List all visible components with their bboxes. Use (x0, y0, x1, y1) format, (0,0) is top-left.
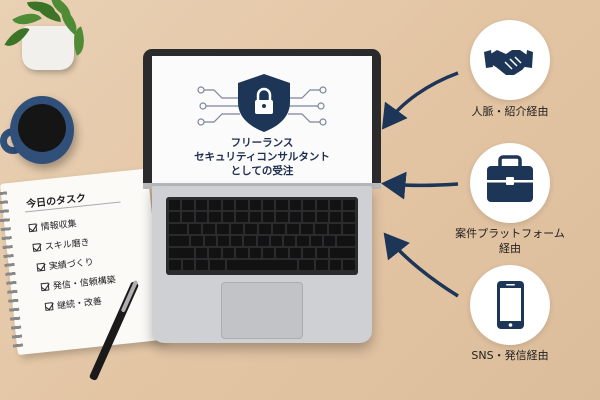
channel-label-sns: SNS・発信経由 (450, 348, 570, 363)
screen-title-line: セキュリティコンサルタント (194, 151, 330, 163)
channel-label-referral: 人脈・紹介経由 (450, 104, 570, 119)
channel-label-line: 人脈・紹介経由 (471, 105, 549, 118)
screen-title-line: としての受注 (230, 165, 294, 177)
screen-title-line: フリーランス (230, 137, 294, 149)
channel-label-line: SNS・発信経由 (471, 349, 549, 362)
coffee-mug-icon (10, 96, 74, 164)
channel-label-line: 案件プラットフォーム (455, 227, 565, 240)
plant-pot (22, 26, 74, 70)
channel-label-platform: 案件プラットフォーム 経由 (445, 226, 575, 256)
trackpad (221, 282, 303, 339)
screen-title: フリーランス セキュリティコンサルタント としての受注 (152, 136, 372, 178)
channel-label-line: 経由 (499, 242, 521, 255)
keyboard (166, 197, 358, 275)
